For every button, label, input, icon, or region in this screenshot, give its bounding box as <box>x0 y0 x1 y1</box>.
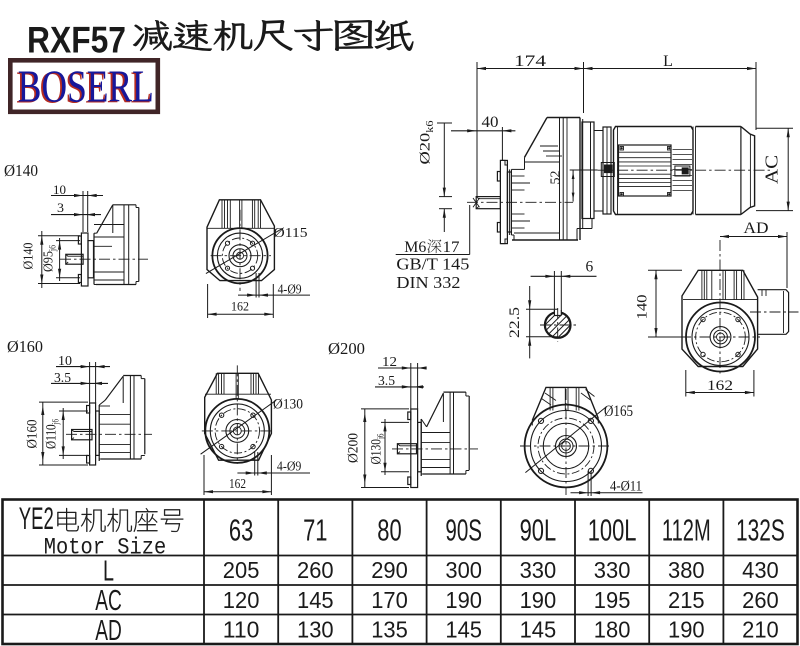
svg-text:52: 52 <box>548 171 563 185</box>
svg-text:145: 145 <box>445 617 482 643</box>
svg-text:3.5: 3.5 <box>54 370 71 385</box>
svg-text:174: 174 <box>514 53 546 70</box>
svg-text:71: 71 <box>303 513 327 547</box>
svg-text:205: 205 <box>223 557 260 583</box>
svg-text:112M: 112M <box>662 513 711 547</box>
svg-text:120: 120 <box>223 587 260 613</box>
svg-text:260: 260 <box>297 557 334 583</box>
svg-text:90L: 90L <box>520 513 557 547</box>
svg-text:330: 330 <box>594 557 631 583</box>
svg-text:190: 190 <box>445 587 482 613</box>
svg-text:170: 170 <box>371 587 408 613</box>
svg-text:L: L <box>103 556 114 587</box>
svg-text:Ø160: Ø160 <box>25 420 41 449</box>
svg-text:DIN 332: DIN 332 <box>396 273 460 292</box>
svg-text:135: 135 <box>371 617 408 643</box>
svg-text:YE2: YE2 <box>19 501 54 536</box>
svg-text:210: 210 <box>742 617 779 643</box>
svg-text:Motor Size: Motor Size <box>44 536 167 561</box>
svg-text:145: 145 <box>520 617 557 643</box>
svg-text:40: 40 <box>482 114 499 131</box>
svg-text:290: 290 <box>371 557 408 583</box>
svg-text:190: 190 <box>520 587 557 613</box>
svg-text:330: 330 <box>520 557 557 583</box>
svg-text:10: 10 <box>58 353 72 368</box>
svg-text:Ø160: Ø160 <box>7 337 43 356</box>
svg-text:145: 145 <box>297 587 334 613</box>
svg-text:Ø95j6: Ø95j6 <box>42 245 58 272</box>
svg-text:80: 80 <box>377 513 401 547</box>
svg-text:Ø200: Ø200 <box>346 433 362 463</box>
svg-text:Ø165: Ø165 <box>604 403 633 420</box>
svg-text:Ø130: Ø130 <box>273 396 303 412</box>
svg-text:380: 380 <box>668 557 705 583</box>
svg-text:BOSERL: BOSERL <box>16 63 152 113</box>
svg-text:10: 10 <box>53 182 66 197</box>
svg-text:162: 162 <box>229 476 246 491</box>
svg-text:4-Ø11: 4-Ø11 <box>610 479 642 495</box>
svg-text:195: 195 <box>594 587 631 613</box>
svg-text:4-Ø9: 4-Ø9 <box>277 460 302 475</box>
svg-text:430: 430 <box>742 557 779 583</box>
svg-text:AC: AC <box>95 586 122 617</box>
svg-text:4-Ø9: 4-Ø9 <box>278 281 302 296</box>
svg-text:162: 162 <box>231 299 249 314</box>
svg-text:L: L <box>663 53 673 70</box>
svg-text:6: 6 <box>586 259 594 276</box>
svg-text:180: 180 <box>594 617 631 643</box>
svg-text:3: 3 <box>57 200 64 215</box>
svg-text:110: 110 <box>223 617 260 643</box>
svg-text:100L: 100L <box>588 513 637 547</box>
svg-text:BOSERL: BOSERL <box>18 62 154 112</box>
svg-text:90S: 90S <box>445 513 482 547</box>
svg-text:63: 63 <box>229 513 253 547</box>
svg-text:Ø140: Ø140 <box>4 161 38 180</box>
svg-text:Ø115: Ø115 <box>274 225 308 240</box>
svg-text:22.5: 22.5 <box>507 307 523 338</box>
svg-text:140: 140 <box>635 295 651 320</box>
svg-text:GB/T 145: GB/T 145 <box>396 255 469 274</box>
svg-text:Ø110j6: Ø110j6 <box>44 419 61 449</box>
svg-text:M6: M6 <box>404 239 426 256</box>
svg-text:130: 130 <box>297 617 334 643</box>
svg-text:Ø140: Ø140 <box>22 243 37 270</box>
svg-text:190: 190 <box>668 617 705 643</box>
svg-text:Ø200: Ø200 <box>328 339 365 358</box>
svg-text:260: 260 <box>742 587 779 613</box>
svg-text:Ø130j6: Ø130j6 <box>369 433 386 464</box>
svg-text:132S: 132S <box>736 513 785 547</box>
svg-text:AD: AD <box>95 616 122 646</box>
svg-text:RXF57: RXF57 <box>27 20 126 61</box>
svg-text:162: 162 <box>707 378 733 394</box>
svg-text:17: 17 <box>443 239 460 256</box>
svg-text:AD: AD <box>744 220 769 237</box>
svg-text:215: 215 <box>668 587 705 613</box>
svg-text:3.5: 3.5 <box>378 373 395 388</box>
svg-text:300: 300 <box>445 557 482 583</box>
svg-text:12: 12 <box>382 354 397 369</box>
svg-text:AC: AC <box>762 155 782 184</box>
